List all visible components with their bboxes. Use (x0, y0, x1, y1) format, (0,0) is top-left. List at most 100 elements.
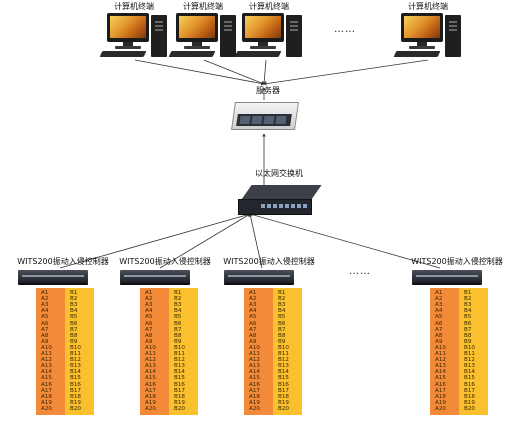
channel-cell-a: A20 (145, 405, 156, 412)
monitor-stand (192, 42, 202, 47)
monitor-base (184, 46, 210, 49)
channel-cell-a: A5 (435, 314, 443, 321)
channel-cell-a: A16 (145, 381, 156, 388)
screen (110, 16, 146, 38)
channel-cell-b: B11 (70, 351, 81, 357)
channel-cell-a: A14 (41, 369, 52, 376)
switch-port (303, 204, 307, 208)
channel-cell-b: B5 (464, 314, 472, 321)
controller-device-icon (412, 270, 482, 286)
channel-cell-b: B9 (174, 338, 182, 345)
channel-cell-b: B3 (278, 302, 286, 309)
channel-cell-a: A13 (145, 363, 156, 370)
channel-cell-a: A1 (145, 290, 153, 296)
channel-cell-a: A11 (435, 351, 446, 357)
channel-cell-b: B13 (464, 363, 475, 370)
computer-terminal-icon (393, 11, 463, 63)
channel-cell-a: A14 (145, 369, 156, 376)
controller-link (159, 213, 251, 269)
channel-cell-a: A2 (41, 296, 49, 303)
channel-cell-a: A1 (249, 290, 257, 296)
channel-cell-b: B10 (278, 344, 289, 351)
channel-cell-b: B17 (174, 387, 185, 394)
channel-cell-a: A6 (145, 320, 153, 327)
terminal-link (134, 59, 265, 85)
channel-cell-a: A11 (41, 351, 52, 357)
channel-cell-a: A4 (249, 308, 257, 315)
controller-device-icon (224, 270, 294, 286)
channel-cell-b: B6 (174, 320, 182, 327)
keyboard-icon (234, 51, 282, 57)
channel-cell-a: A3 (145, 302, 153, 309)
channel-cell-b: B10 (70, 344, 81, 351)
channel-cell-b: B17 (70, 387, 81, 394)
arrowhead (262, 87, 266, 91)
channel-cell-b: B2 (464, 296, 472, 303)
channel-cell-b: B19 (464, 399, 475, 406)
channel-cell-b: B12 (70, 357, 81, 364)
channel-cell-a: A11 (249, 351, 260, 357)
controller-front-strip (22, 275, 84, 277)
channel-cell-a: A16 (249, 381, 260, 388)
controller-front-strip (124, 275, 186, 277)
drive-bay (275, 116, 287, 124)
channel-cell-b: B7 (174, 326, 182, 333)
channel-cell-b: B12 (174, 357, 185, 364)
server-label: 服务器 (256, 86, 280, 95)
controller-chassis (224, 270, 294, 285)
channel-cell-b: B4 (464, 308, 472, 315)
channel-cell-a: A7 (249, 326, 257, 333)
channel-cell-b: B11 (278, 351, 289, 357)
channel-cell-a: A1 (41, 290, 49, 296)
controller-link (249, 213, 441, 269)
screen (404, 16, 440, 38)
drive-bay (239, 116, 251, 124)
monitor-stand (417, 42, 427, 47)
controller-chassis (18, 270, 88, 285)
channel-cell-b: B2 (70, 296, 78, 303)
channel-cell-a: A17 (435, 387, 446, 394)
controller-front-strip (416, 275, 478, 277)
channel-cell-b: B13 (278, 363, 289, 370)
channel-cell-b: B5 (70, 314, 78, 321)
channel-cell-a: A10 (435, 344, 446, 351)
channel-cell-b: B16 (70, 381, 81, 388)
channel-cell-b: B20 (70, 405, 81, 412)
channel-cell-a: A20 (435, 405, 446, 412)
channel-cell-b: B1 (464, 290, 472, 296)
channel-cell-a: A8 (41, 332, 49, 339)
controller-device-icon (120, 270, 190, 286)
channel-cell-b: B4 (278, 308, 286, 315)
monitor-icon (107, 13, 149, 42)
channel-cell-a: A8 (145, 332, 153, 339)
switch-port (273, 204, 277, 208)
channel-cell-b: B3 (464, 302, 472, 309)
drive-bay (251, 116, 263, 124)
controller-link (249, 213, 263, 269)
monitor-base (409, 46, 435, 49)
server-icon (229, 100, 299, 134)
channel-cell-a: A5 (145, 314, 153, 321)
channel-cell-a: A7 (435, 326, 443, 333)
channel-cell-a: A13 (249, 363, 260, 370)
channel-cell-a: A7 (145, 326, 153, 333)
channel-cell-a: A2 (435, 296, 443, 303)
channel-cell-b: B16 (464, 381, 475, 388)
channel-cell-a: A10 (145, 344, 156, 351)
terminal-link (203, 59, 265, 85)
switch-front-panel (238, 199, 312, 215)
channel-cell-b: B6 (464, 320, 472, 327)
channel-cell-a: A7 (41, 326, 49, 333)
channel-cell-b: B5 (278, 314, 286, 321)
channel-cell-a: A2 (249, 296, 257, 303)
channel-cell-a: A8 (435, 332, 443, 339)
channel-cell-a: A4 (145, 308, 153, 315)
